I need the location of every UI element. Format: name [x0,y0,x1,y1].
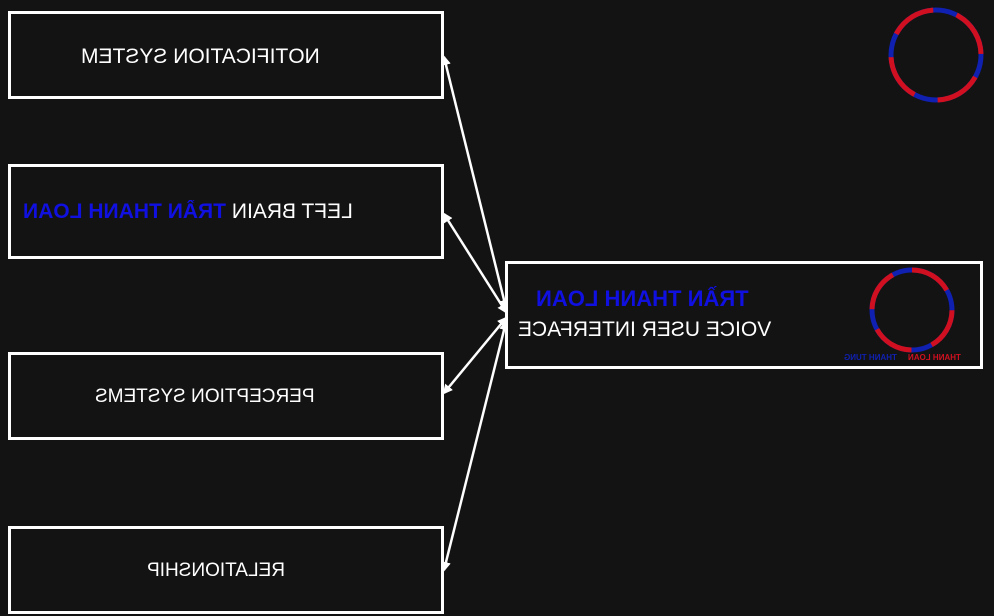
node-relationship: RELATIONSHIP [8,526,444,614]
node-voice-user-interface: TRẦN THANH LOAN VOICE USER INTERFACE THA… [505,261,983,369]
arrow-perception-voice [442,316,508,395]
badge-ring-icon [869,267,955,353]
arrow-notification-voice [441,55,509,310]
corner-ring-icon [888,7,984,103]
node-voice-label: VOICE USER INTERFACE [518,318,772,341]
badge-right-text: THANH TUNG [844,353,897,362]
badge-left-text: THANH LOAN [908,353,961,362]
arrow-relationship-voice [441,320,509,572]
node-left-brain: LEFT BRAIN TRẦN THANH LOAN [8,164,444,259]
arrow-leftbrain-voice [442,212,508,314]
node-left-brain-label-group: LEFT BRAIN TRẦN THANH LOAN [23,200,353,224]
node-notification-system: NOTIFICATION SYSTEM [8,11,444,99]
node-perception-label: PERCEPTION SYSTEMS [95,386,315,407]
node-left-brain-name: TRẦN THANH LOAN [23,200,226,223]
node-relationship-label: RELATIONSHIP [147,560,285,581]
node-left-brain-label: LEFT BRAIN [231,200,353,223]
node-perception-systems: PERCEPTION SYSTEMS [8,352,444,440]
node-notification-label: NOTIFICATION SYSTEM [81,45,320,68]
node-voice-name: TRẦN THANH LOAN [536,286,749,311]
